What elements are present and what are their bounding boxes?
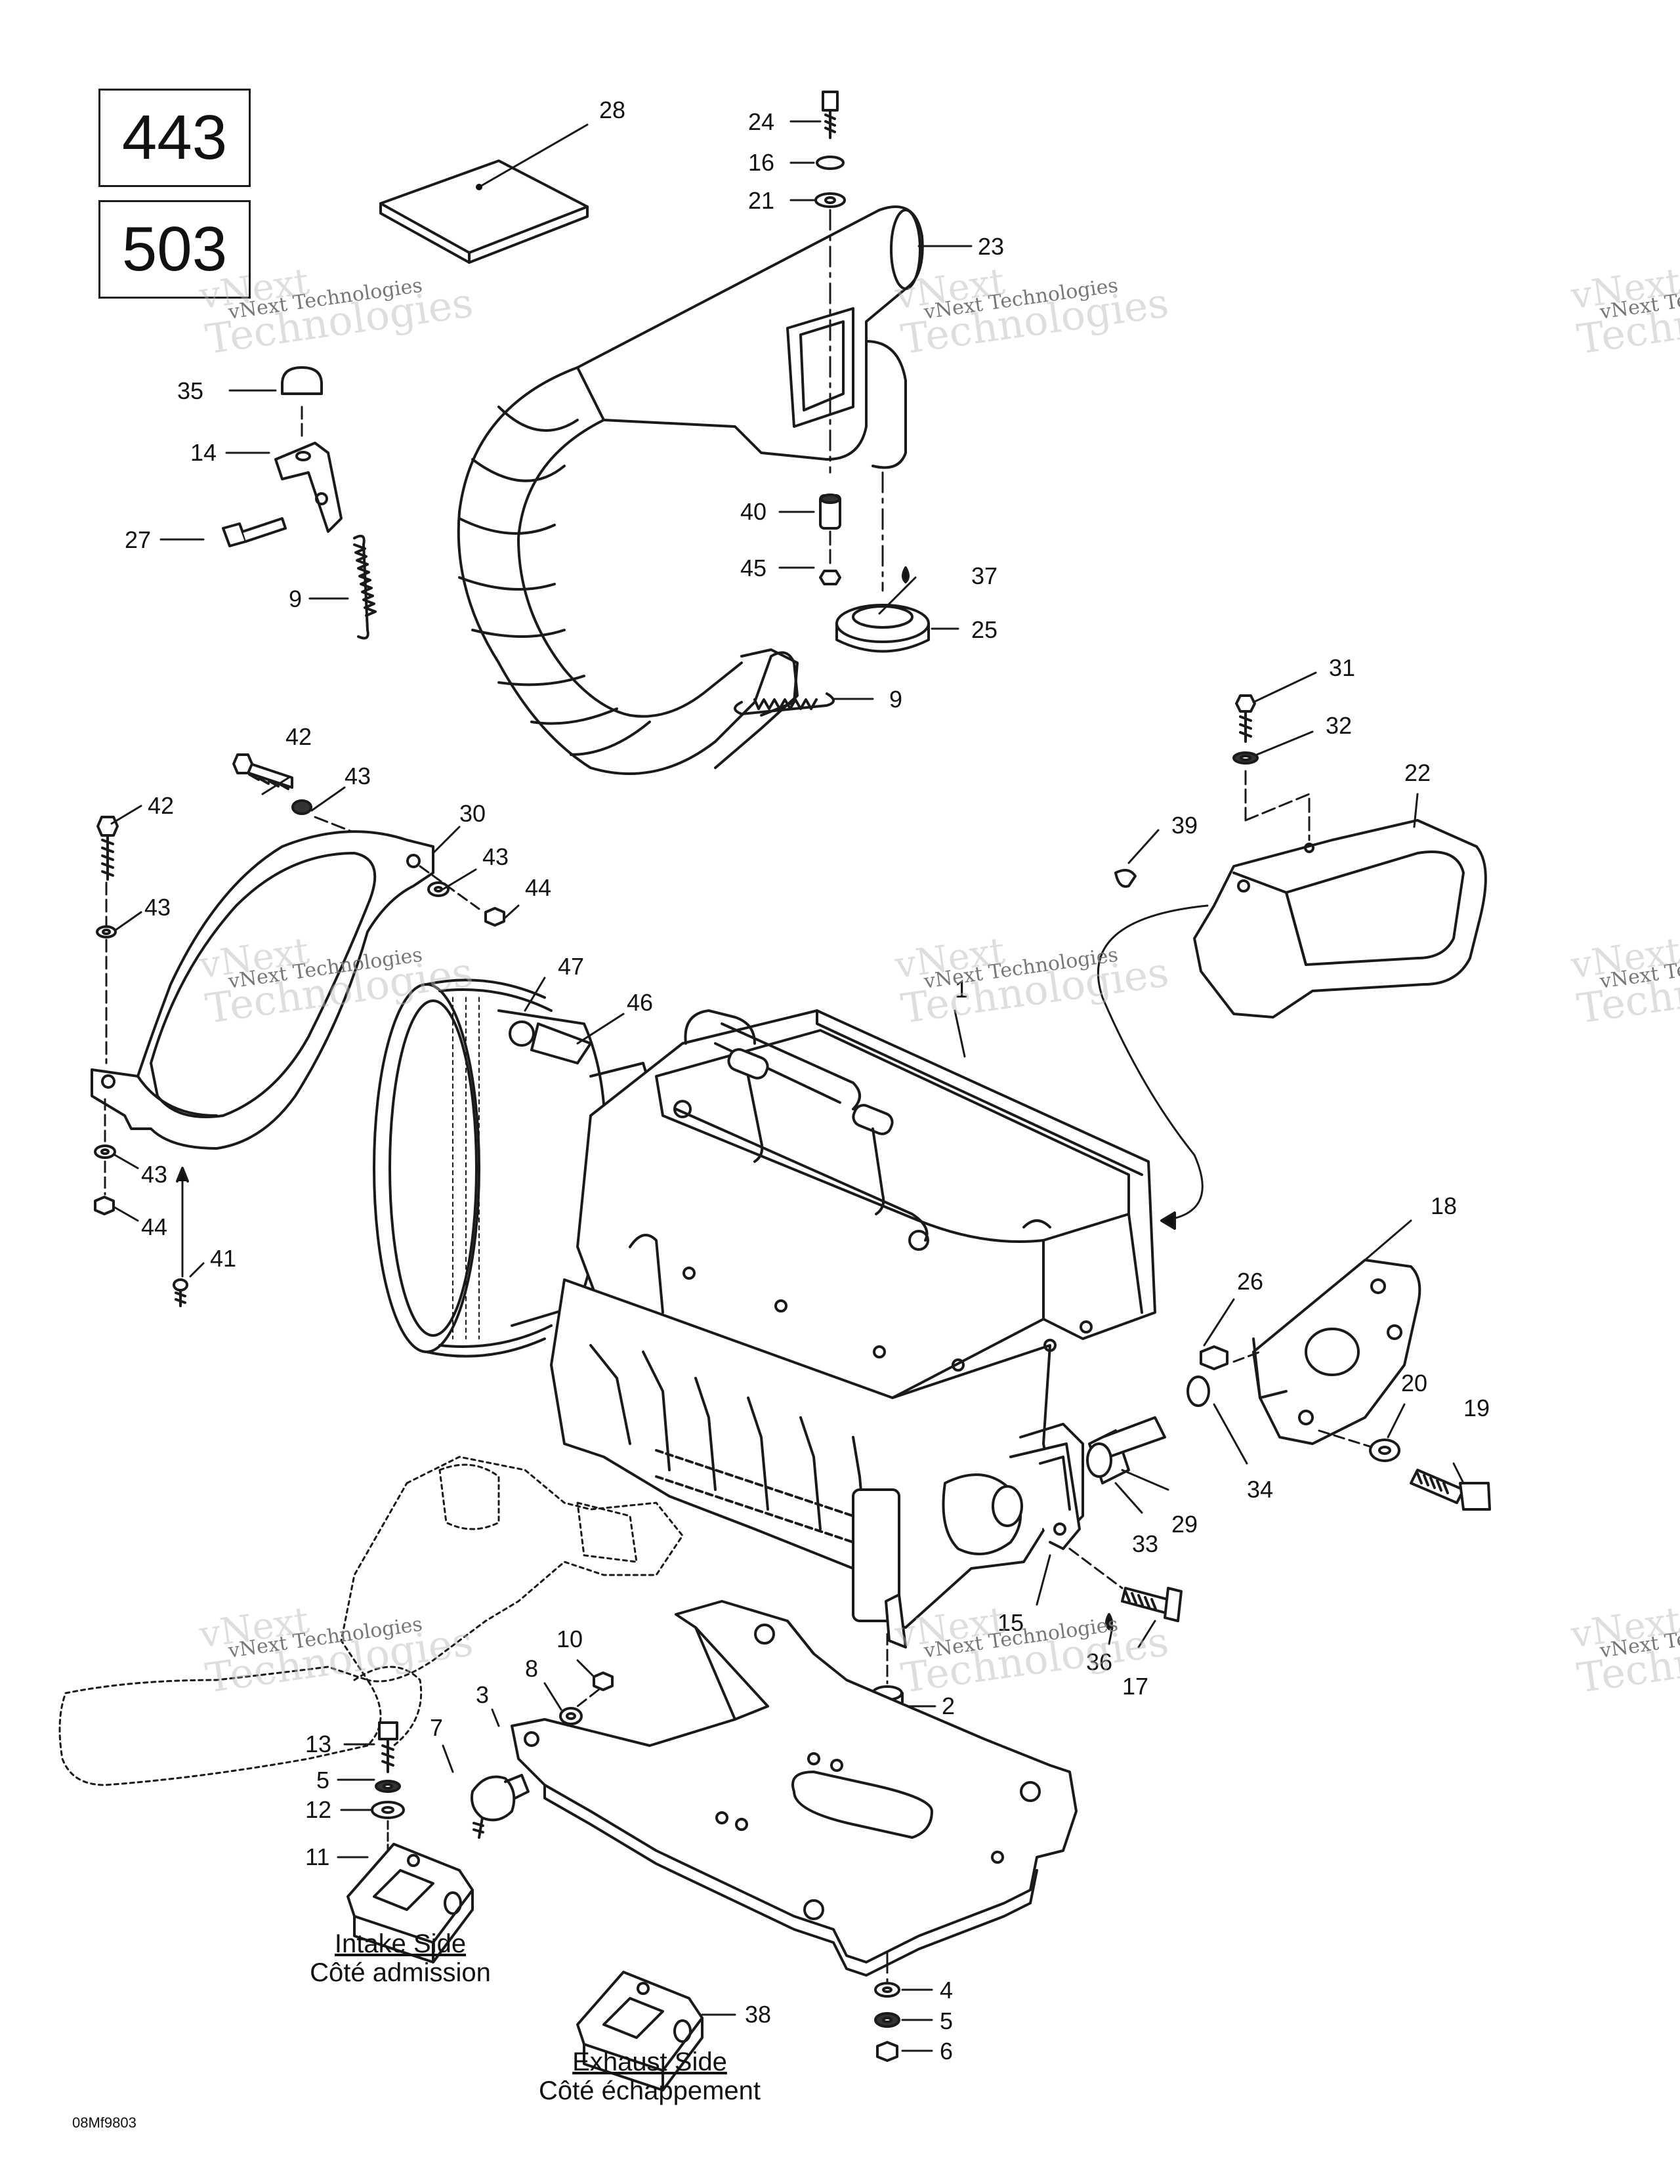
bracket-14 [222,366,377,640]
callout: 29 [1171,1511,1198,1538]
tuned-pipe [457,205,924,775]
callout: 20 [1401,1370,1427,1396]
callout: 25 [971,616,998,643]
callout: 8 [525,1655,538,1682]
callout: 36 [1086,1648,1112,1675]
bracket-22 [1114,694,1487,1018]
callout: 33 [1132,1530,1158,1557]
assembly-arrow [1097,904,1209,1222]
engine-support-3 [511,1600,1078,1977]
caption-english: Intake Side [334,1929,467,1958]
callout: 28 [599,96,625,123]
model-box-503: 503 [98,200,251,299]
callout: 9 [289,585,302,612]
intake-adapter [373,978,664,1358]
callout: 3 [476,1681,489,1708]
callout: 44 [141,1213,167,1240]
callout: 23 [978,233,1004,260]
pipe-mount-hardware [814,91,846,585]
leader-lines [110,120,1465,2052]
callout: 27 [125,526,151,553]
callout: 41 [210,1245,236,1272]
callout: 2 [942,1692,955,1719]
callout: 30 [459,800,486,827]
bracket-18 [1009,1259,1491,1630]
callout: 18 [1431,1192,1457,1219]
caption-exhaust-side: Exhaust Side Côté échappement [512,2048,788,2105]
callout: 17 [1122,1673,1148,1700]
decal-28 [379,159,589,264]
grommet-25 [835,471,930,653]
engine-1 [550,1009,1156,1648]
callout: 22 [1404,759,1431,786]
drawing-code: 08Mf9803 [72,2114,136,2131]
callout: 38 [745,2001,771,2028]
callout: 16 [748,149,774,176]
callout: 43 [144,894,171,921]
callout: 4 [940,1977,953,2004]
callout: 14 [190,439,217,466]
callout: 42 [148,792,174,819]
exhaust-side-mount [576,1971,704,2091]
callout: 46 [627,989,653,1016]
callout: 34 [1247,1476,1273,1503]
callout: 31 [1329,654,1355,681]
caption-french: Côté admission [310,1958,491,1987]
callout: 5 [316,1767,329,1794]
callout: 7 [430,1714,443,1741]
callout: 26 [1237,1268,1263,1295]
callout: 45 [740,555,766,581]
model-box-443: 443 [98,89,251,187]
callout: 10 [556,1626,583,1652]
callout: 44 [525,874,551,901]
callout: 21 [748,187,774,214]
callout: 40 [740,498,766,525]
callout: 1 [955,976,968,1003]
caption-intake-side: Intake Side Côté admission [276,1929,525,1987]
callout: 15 [998,1609,1024,1636]
callout: 24 [748,108,774,135]
callout: 43 [345,763,371,789]
callout: 35 [177,377,203,404]
caption-english: Exhaust Side [572,2048,727,2076]
callout: 39 [1171,812,1198,839]
callout: 6 [940,2038,953,2065]
callout: 9 [889,686,902,713]
callout: 19 [1463,1395,1490,1421]
callout: 5 [940,2007,953,2034]
callout: 32 [1326,712,1352,739]
callout: 12 [305,1796,331,1823]
intake-silencer-30 [91,753,505,1307]
model-number: 503 [121,214,228,284]
callout: 11 [305,1843,329,1870]
callout: 42 [285,723,312,750]
spring-9 [734,692,835,715]
callout: 43 [141,1161,167,1188]
engine-mount-7 [471,1774,530,1839]
callout: 47 [558,953,584,980]
callout: 43 [482,843,509,870]
support-hardware [559,1671,614,1725]
callout: 37 [971,562,998,589]
callout: 13 [305,1731,331,1757]
bottom-hardware [874,1982,900,2062]
exhaust-manifold-ghost [58,1456,684,1786]
model-number: 443 [121,102,228,173]
caption-french: Côté échappement [538,2076,761,2105]
intake-side-mount [346,1721,474,1964]
